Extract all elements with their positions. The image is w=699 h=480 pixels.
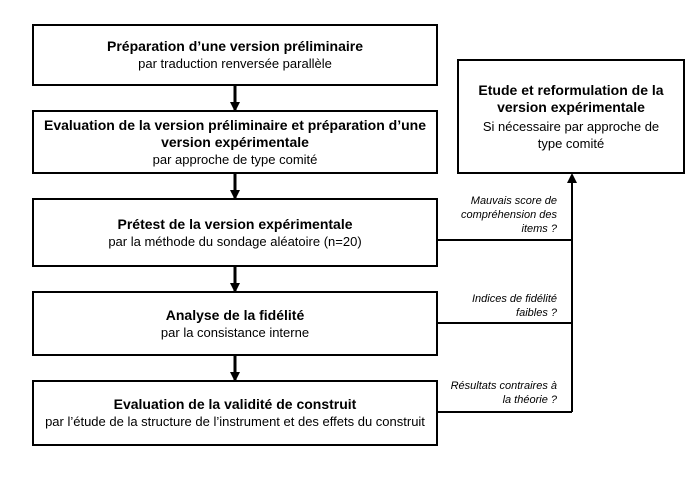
step-validity-box: Evaluation de la validité de construit p…	[32, 380, 438, 446]
step-title: Préparation d’une version préliminaire	[107, 38, 363, 54]
side-reformulation-box: Etude et reformulation de la version exp…	[457, 59, 685, 174]
step-title: Evaluation de la validité de construit	[113, 396, 357, 412]
step-subtitle: par traduction renversée parallèle	[138, 56, 332, 71]
feedback-note-comprehension: Mauvais score de compréhension des items…	[460, 195, 557, 235]
feedback-note-theory: Résultats contraires à la théorie ?	[450, 380, 557, 406]
step-title: Prétest de la version expérimentale	[117, 215, 353, 232]
step-subtitle: par approche de type comité	[152, 151, 318, 167]
feedback-note-fidelity: Indices de fidélité faibles ?	[472, 293, 557, 319]
step-title: Analyse de la fidélité	[165, 306, 305, 323]
step-fidelity-box: Analyse de la fidélité par la consistanc…	[32, 291, 438, 356]
step-preparation-box: Préparation d’une version préliminaire p…	[32, 24, 438, 86]
step-title: Evaluation de la version préliminaire et…	[44, 116, 426, 150]
step-pretest-box: Prétest de la version expérimentale par …	[32, 198, 438, 267]
step-subtitle: par l’étude de la structure de l’instrum…	[45, 414, 425, 429]
step-evaluation-box: Evaluation de la version préliminaire et…	[32, 110, 438, 174]
step-subtitle: par la consistance interne	[160, 324, 310, 340]
step-subtitle: par la méthode du sondage aléatoire (n=2…	[108, 233, 362, 249]
side-box-subtitle: Si nécessaire par approche de type comit…	[482, 118, 660, 151]
side-box-title: Etude et reformulation de la version exp…	[478, 81, 664, 115]
